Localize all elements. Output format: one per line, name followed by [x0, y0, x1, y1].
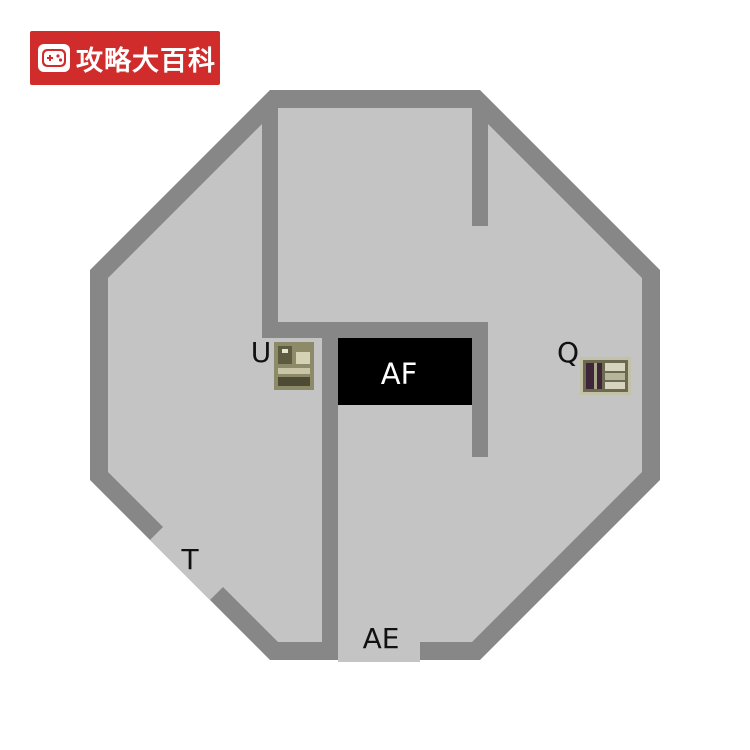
label-af: AF	[381, 357, 418, 391]
wall-right-vertical	[472, 322, 488, 457]
doorway-t[interactable]	[150, 480, 270, 600]
wall-center-vertical	[322, 322, 338, 660]
site-logo[interactable]: 攻略大百科	[30, 31, 220, 85]
logo-text: 攻略大百科	[76, 45, 216, 77]
label-u: U	[251, 336, 272, 369]
cabinet-icon[interactable]	[580, 357, 631, 395]
wall-middle-horizontal	[262, 322, 488, 338]
label-q: Q	[557, 336, 579, 369]
label-ae: AE	[363, 622, 400, 655]
gamepad-icon	[38, 44, 70, 72]
machine-icon[interactable]	[274, 342, 314, 390]
wall-left-vertical	[262, 108, 278, 338]
af-block	[338, 338, 472, 405]
label-t: T	[180, 543, 199, 576]
doorway-ae[interactable]	[338, 640, 420, 662]
wall-top-right-stub	[472, 108, 488, 226]
